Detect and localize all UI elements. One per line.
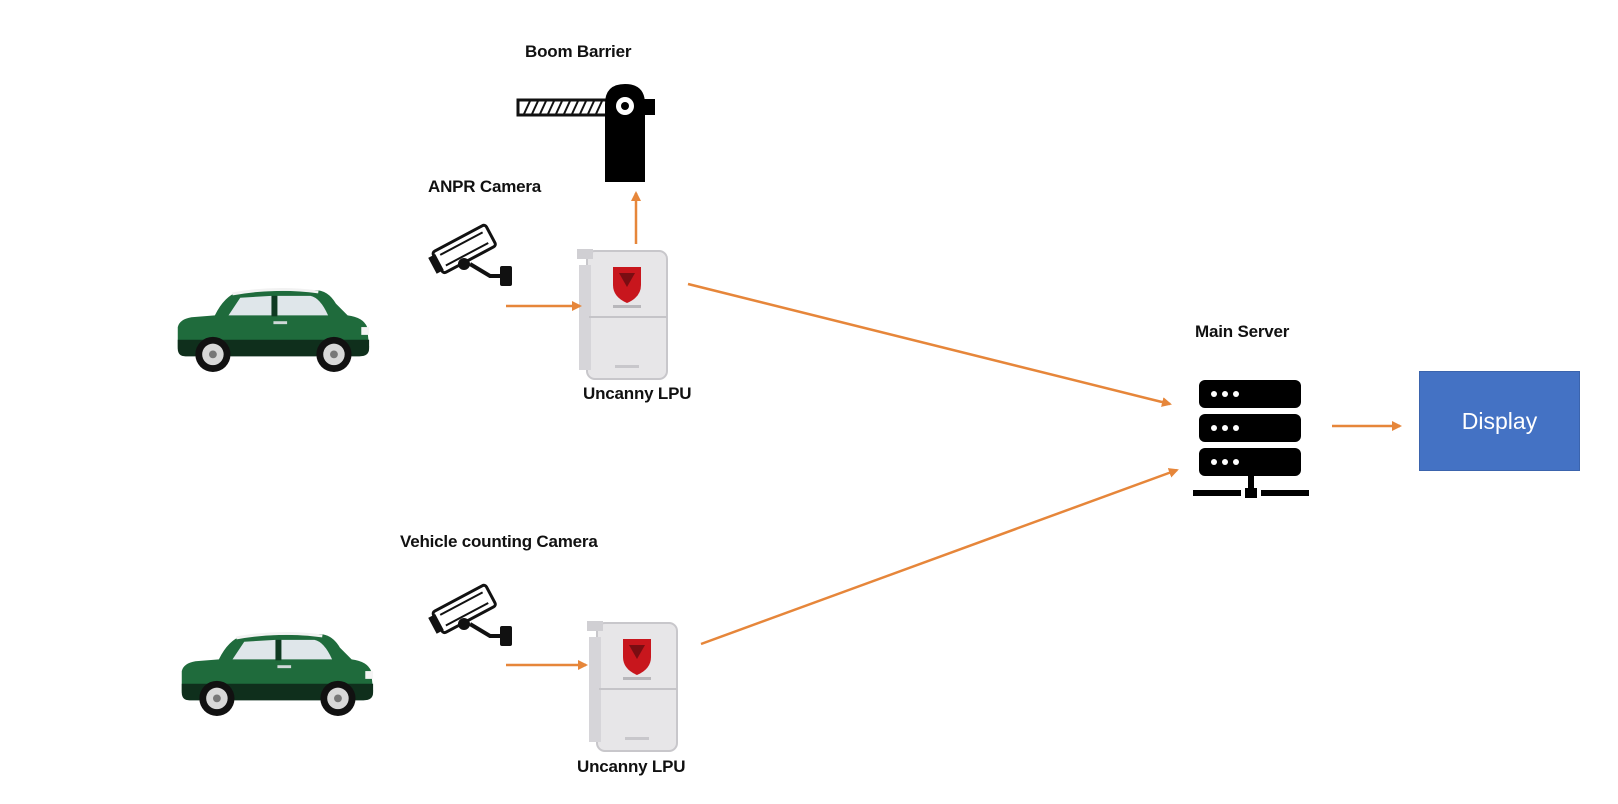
- boom-barrier-label: Boom Barrier: [525, 42, 632, 61]
- car-icon: [180, 631, 375, 718]
- display-box: Display: [1419, 371, 1580, 471]
- security-camera-icon: [428, 222, 514, 288]
- lpu-top-label: Uncanny LPU: [583, 384, 692, 403]
- display-label: Display: [1461, 407, 1538, 434]
- server-rack-icon: [1193, 380, 1309, 498]
- lpu-device-icon: [586, 620, 678, 752]
- arrow-lpu-to-server: [700, 468, 1179, 646]
- anpr-camera-label: ANPR Camera: [428, 177, 542, 196]
- main-server-label: Main Server: [1195, 322, 1290, 341]
- vehicle-counting-camera-label: Vehicle counting Camera: [400, 532, 598, 551]
- car-icon: [176, 287, 371, 374]
- lpu-bottom-label: Uncanny LPU: [577, 757, 686, 776]
- security-camera-icon: [428, 582, 514, 648]
- lpu-device-icon: [576, 248, 668, 380]
- boom-barrier-icon: [516, 84, 655, 182]
- arrow-lpu-to-server: [687, 282, 1172, 407]
